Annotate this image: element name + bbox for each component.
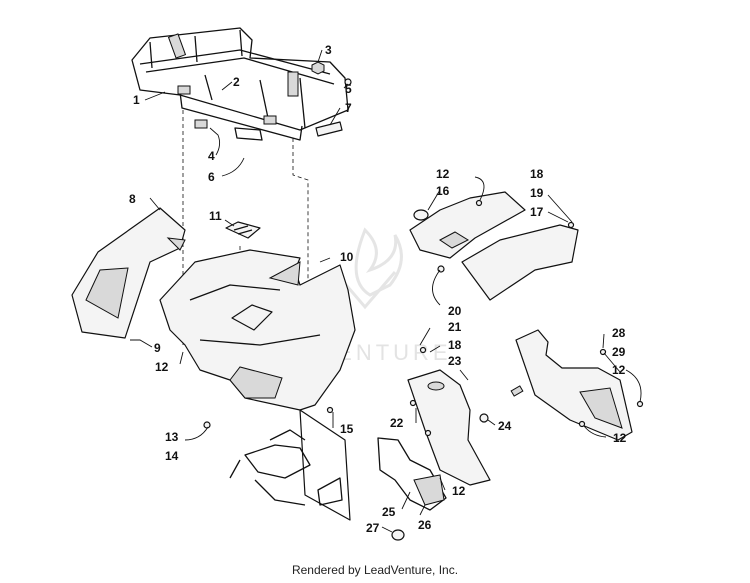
- right-side-panel: [510, 329, 644, 441]
- callout-5: 5: [345, 82, 352, 96]
- callout-15: 15: [340, 422, 354, 436]
- callout-24: 24: [498, 419, 512, 433]
- callout-28: 28: [612, 326, 626, 340]
- frame-sketch: [203, 346, 447, 541]
- callout-18-plate: 18: [448, 338, 462, 352]
- callout-27: 27: [366, 521, 380, 535]
- callout-18-cover: 18: [530, 167, 544, 181]
- callout-25: 25: [382, 505, 396, 519]
- side-panel: [71, 207, 186, 339]
- callout-2: 2: [233, 75, 240, 89]
- callout-21: 21: [448, 320, 462, 334]
- rear-fender: [159, 249, 356, 411]
- callout-17: 17: [530, 205, 544, 219]
- storage-cap: [225, 221, 261, 239]
- leader-lines: [130, 49, 642, 533]
- callout-22: 22: [390, 416, 404, 430]
- callout-12-right-upper: 12: [612, 363, 626, 377]
- callout-8: 8: [129, 192, 136, 206]
- callout-12-cover: 12: [436, 167, 450, 181]
- callout-12-right-lower: 12: [613, 431, 627, 445]
- callout-3: 3: [325, 43, 332, 57]
- left-side-cover: [409, 191, 579, 301]
- callout-12-bracket: 12: [452, 484, 466, 498]
- callout-11: 11: [209, 209, 222, 223]
- render-credit: Rendered by LeadVenture, Inc.: [291, 563, 459, 577]
- callout-16: 16: [436, 184, 450, 198]
- rack-hardware: [311, 61, 352, 137]
- callout-20: 20: [448, 304, 462, 318]
- callout-14: 14: [165, 449, 179, 463]
- callout-12-fender: 12: [155, 360, 169, 374]
- rear-rack: [131, 27, 349, 141]
- callout-13: 13: [165, 430, 179, 444]
- callout-7: 7: [345, 101, 352, 115]
- callout-1: 1: [133, 93, 140, 107]
- callout-10: 10: [340, 250, 354, 264]
- callout-19: 19: [530, 186, 544, 200]
- callout-23: 23: [448, 354, 462, 368]
- callout-6: 6: [208, 170, 215, 184]
- callout-26: 26: [418, 518, 432, 532]
- callout-29: 29: [612, 345, 626, 359]
- callout-labels: 1 2 3 5 7 4 6 8 9 12 11 10 13 14 15 12 1…: [129, 43, 627, 535]
- callout-9: 9: [154, 341, 161, 355]
- center-mount-plate: [407, 369, 491, 486]
- callout-4: 4: [208, 149, 215, 163]
